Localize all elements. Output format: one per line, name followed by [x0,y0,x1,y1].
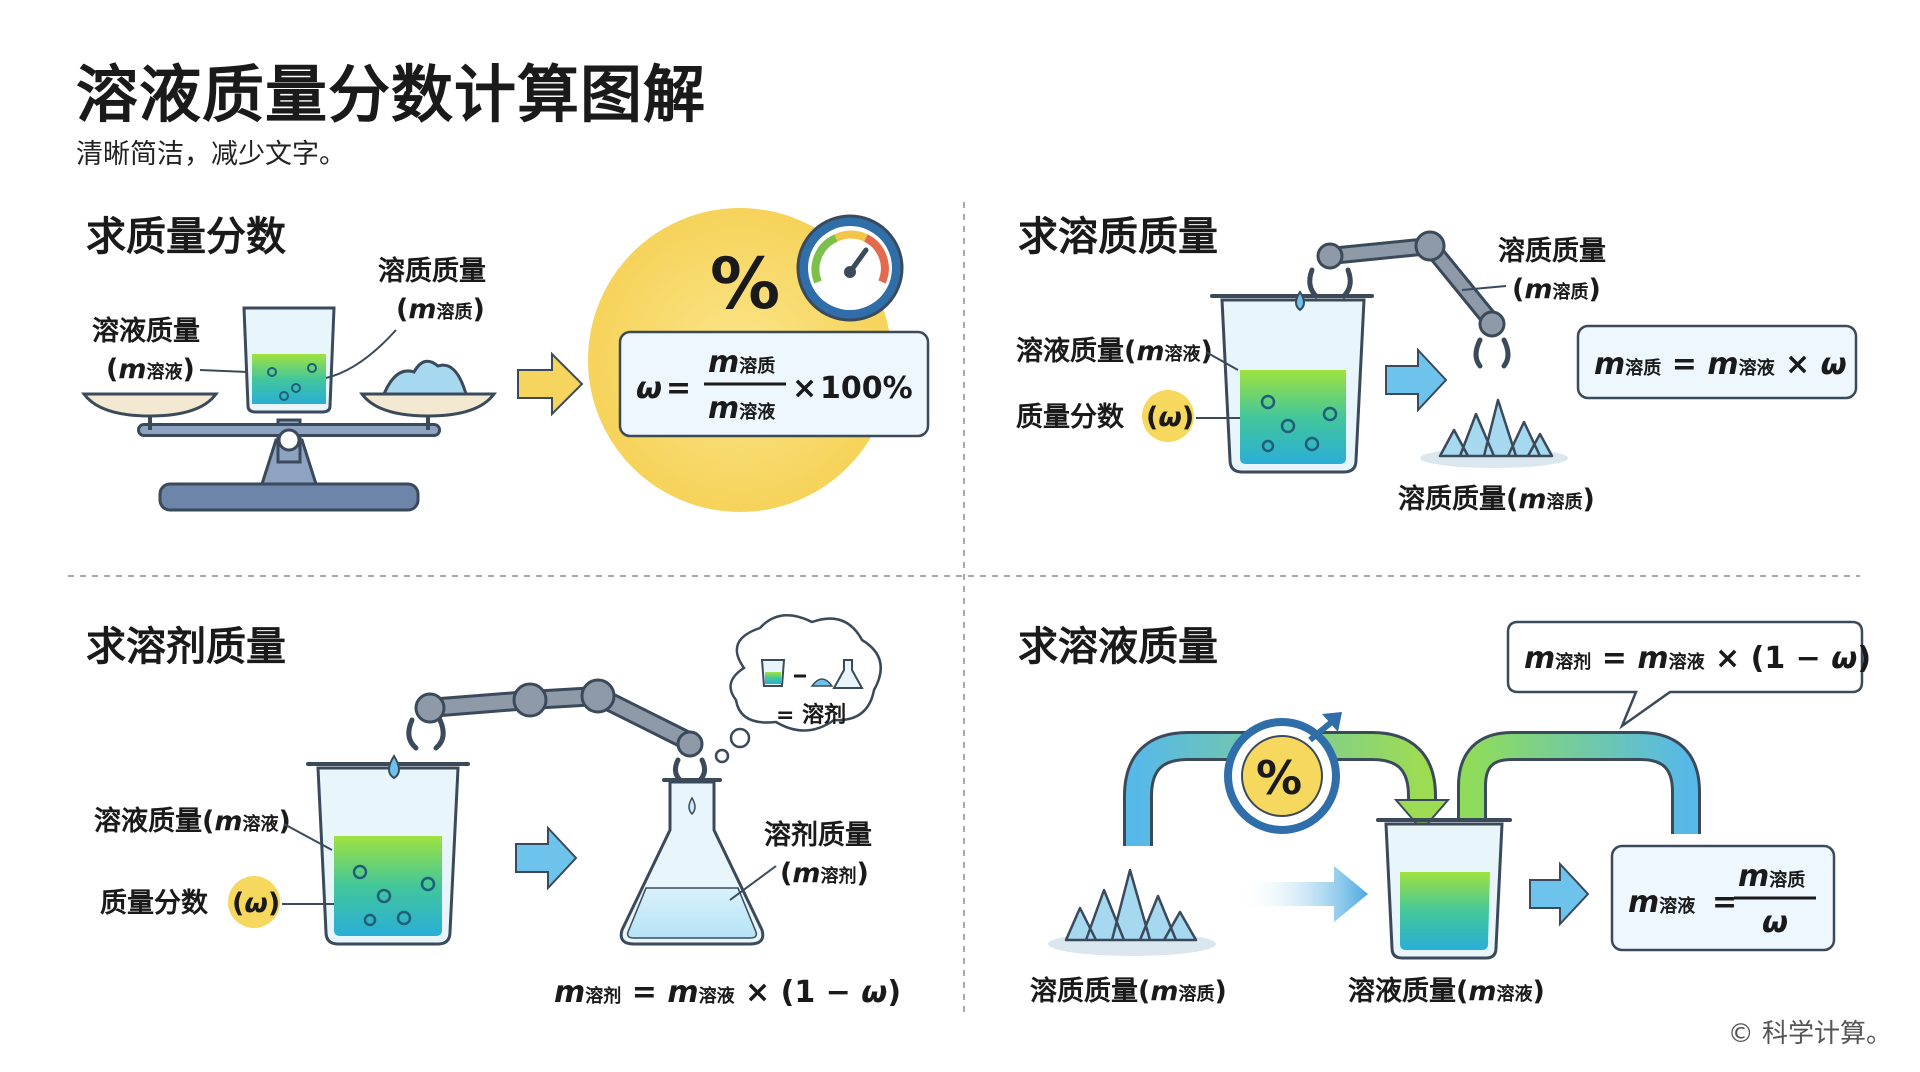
arrow-right-icon [515,825,578,891]
formula-box-solution [1610,844,1836,952]
speech-bubble-solvent-formula: m溶剂 = m溶液 × (1 − ω) [1506,620,1871,730]
flask-icon [619,778,765,946]
svg-text:(m溶剂): (m溶剂) [780,858,869,889]
arrow-down-icon [1393,799,1451,832]
svg-text:m溶液: m溶液 [708,391,776,426]
footer-copyright: © 科学计算。 [1727,1019,1892,1049]
arrow-right-icon [1529,861,1590,927]
label-solute-mass-bottom: 溶质质量(m溶质) [1398,483,1595,515]
panel-solution-mass: 求溶液质量 % [1018,620,1871,1007]
svg-text:(m溶液): (m溶液) [106,354,195,385]
crystal-pile-icon [1420,398,1568,468]
robotic-arm-icon [1295,230,1511,369]
label-solution-mass-2: 溶液质量(m溶液) [1016,335,1213,367]
svg-text:m溶质: m溶质 [708,345,775,380]
page-subtitle: 清晰简洁，减少文字。 [76,139,346,170]
label-mass-fraction: 质量分数 [1016,402,1125,433]
formula-solution-mass: m溶液 = m溶质 ω [1628,859,1816,940]
label-mass-fraction-2: 质量分数 [100,888,209,919]
beaker-icon [1210,294,1374,474]
omega-badge [1142,390,1194,442]
formula-solvent-mass: m溶剂 = m溶液 × (1 − ω) [554,975,901,1010]
label-solute-mass-3: 溶质质量(m溶质) [1030,975,1227,1007]
label-solvent-mass: 溶剂质量 [764,819,872,851]
svg-text:=: = [666,371,691,406]
svg-text:100%: 100% [820,371,913,406]
bubble-text: = 溶剂 [776,702,846,728]
label-solution-mass-3: 溶液质量(m溶液) [94,805,291,837]
panel-solvent-mass: 求溶剂质量 [86,614,901,1010]
svg-text:(m溶质): (m溶质) [396,294,485,325]
panel-solute-mass: 求溶质质量 [1016,214,1858,515]
svg-text:(ω): (ω) [1146,402,1194,433]
svg-text:ω: ω [636,371,662,406]
arrow-right-icon [517,351,584,417]
omega-badge [228,876,280,928]
beaker-icon [306,754,470,946]
svg-text:ω: ω [1762,905,1788,940]
label-solute-mass-2: 溶质质量 [1498,235,1606,267]
label-m-solution-fraction: (m溶液) [106,354,195,385]
svg-text:=: = [1712,885,1737,920]
robotic-arm-icon [406,678,708,783]
label-solution-mass: 溶液质量 [92,315,200,347]
label-solute-mass: 溶质质量 [378,255,486,287]
svg-text:(ω): (ω) [232,888,280,919]
gauge-icon [796,214,904,322]
panel-mass-fraction: 求质量分数 溶液质量 (m溶液) 溶质质 [81,208,930,512]
formula-mass-fraction: ω = m溶质 m溶液 × 100% [636,345,913,426]
arrow-right-icon [1385,347,1448,413]
page-title: 溶液质量分数计算图解 [76,58,707,131]
percent-cycle-icon: % [1224,712,1342,834]
svg-text:%: % [1256,751,1302,805]
stream-arrow [1238,866,1368,922]
formula-box-solute [1576,324,1858,400]
panel-heading-solvent: 求溶剂质量 [86,624,286,670]
svg-text:(m溶质): (m溶质) [1512,274,1601,305]
panel-heading-solute: 求溶质质量 [1018,214,1218,260]
formula-solute-mass: m溶质 = m溶液 × ω [1594,347,1847,382]
label-m-solute-fraction: (m溶质) [396,294,485,325]
svg-text:×: × [792,371,817,406]
svg-text:m溶液: m溶液 [1628,885,1696,920]
thought-bubble: = 溶剂 [714,614,882,764]
panel-heading-fraction: 求质量分数 [86,214,286,260]
label-solution-mass-4: 溶液质量(m溶液) [1348,975,1545,1007]
svg-text:m溶质: m溶质 [1738,859,1805,894]
balance-scale-icon [81,306,497,512]
crystal-pile-icon [1048,868,1216,956]
panel-heading-solution: 求溶液质量 [1018,624,1218,670]
beaker-icon [1376,818,1512,960]
percent-sign: % [710,243,780,325]
